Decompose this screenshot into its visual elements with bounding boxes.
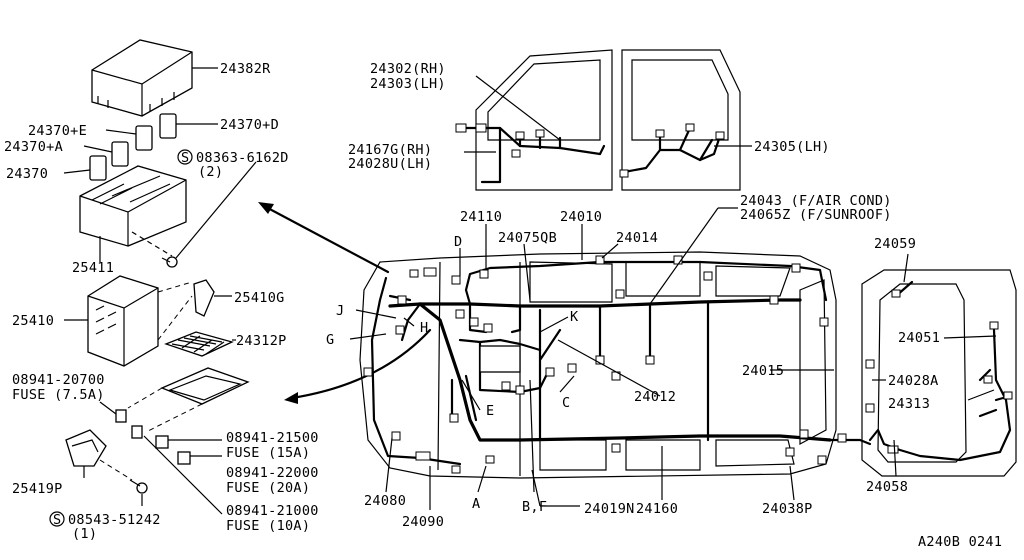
label-24028U: 24028U(LH) xyxy=(348,156,432,172)
label-24015: 24015 xyxy=(742,363,784,379)
label-24160: 24160 xyxy=(636,501,678,517)
relay-box-base-25411 xyxy=(79,165,187,247)
label-fuse-15a-pn: 08941-21500 xyxy=(226,430,319,446)
diagram-code: A240B 0241 xyxy=(918,534,1002,550)
label-24370: 24370 xyxy=(6,166,48,182)
fuse-25a xyxy=(177,451,191,465)
fuse-7-5a xyxy=(115,409,127,423)
label-letters-bf: B,F xyxy=(522,499,547,515)
fuse-15a xyxy=(131,425,143,439)
label-24075QB: 24075QB xyxy=(498,230,557,246)
fuse-tray xyxy=(160,367,250,405)
label-screw-08543: 08543-51242 xyxy=(68,512,161,528)
screw-08363 xyxy=(161,256,178,268)
label-fuse-10a: FUSE (10A) xyxy=(226,518,310,534)
label-fuse-7-5a: FUSE (7.5A) xyxy=(12,387,105,403)
label-fuse-10a-pn: 08941-21000 xyxy=(226,503,319,519)
label-screw-08543-qty: (1) xyxy=(72,526,97,542)
label-24065Z: 24065Z (F/SUNROOF) xyxy=(740,207,892,223)
label-24370A: 24370+A xyxy=(4,139,63,155)
label-24370E: 24370+E xyxy=(28,123,87,139)
label-24305: 24305(LH) xyxy=(754,139,830,155)
s-mark-2: S xyxy=(53,512,61,528)
part-25410G xyxy=(193,279,215,317)
leader-lines xyxy=(349,207,997,510)
label-letter-a: A xyxy=(472,496,480,512)
relay-box-cover xyxy=(91,39,193,117)
label-24313: 24313 xyxy=(888,396,930,412)
label-letter-e: E xyxy=(486,403,494,419)
label-24080: 24080 xyxy=(364,493,406,509)
label-24167G: 24167G(RH) xyxy=(348,142,432,158)
label-24370D: 24370+D xyxy=(220,117,279,133)
label-24019N: 24019N xyxy=(584,501,635,517)
label-24303: 24303(LH) xyxy=(370,76,446,92)
s-circle-mark-2 xyxy=(49,511,65,527)
front-door-outline xyxy=(475,49,613,191)
fuse-20a xyxy=(155,435,169,449)
rear-gate-harness xyxy=(865,280,1013,462)
arrow-lower xyxy=(284,328,432,404)
label-fuse-20a: FUSE (20A) xyxy=(226,480,310,496)
fuse-block-25410 xyxy=(87,275,159,367)
fuse-holder-25419P xyxy=(65,429,107,467)
door-harness-rear xyxy=(619,123,725,178)
label-24051: 24051 xyxy=(898,330,940,346)
door-harness-front xyxy=(455,123,606,184)
label-letter-h: H xyxy=(420,320,428,336)
label-24059: 24059 xyxy=(874,236,916,252)
label-fuse-15a: FUSE (15A) xyxy=(226,445,310,461)
label-24043: 24043 (F/AIR COND) xyxy=(740,193,892,209)
label-letter-c: C xyxy=(562,395,570,411)
relay-24370D xyxy=(159,113,177,139)
label-24038P: 24038P xyxy=(762,501,813,517)
label-24028A: 24028A xyxy=(888,373,939,389)
label-24058: 24058 xyxy=(866,479,908,495)
label-24110: 24110 xyxy=(460,209,502,225)
label-letter-g: G xyxy=(326,332,334,348)
relay-24370A xyxy=(111,141,129,167)
label-fuse-20a-pn: 08941-22000 xyxy=(226,465,319,481)
arrow-upper xyxy=(258,202,390,274)
s-circle-mark xyxy=(177,149,193,165)
label-24014: 24014 xyxy=(616,230,658,246)
label-25410G: 25410G xyxy=(234,290,285,306)
part-24312P xyxy=(164,331,234,357)
label-24010: 24010 xyxy=(560,209,602,225)
label-letter-j: J xyxy=(336,303,344,319)
label-24302: 24302(RH) xyxy=(370,61,446,77)
label-24012: 24012 xyxy=(634,389,676,405)
relay-24370 xyxy=(89,155,107,181)
label-25410: 25410 xyxy=(12,313,54,329)
label-24312P: 24312P xyxy=(236,333,287,349)
rear-gate-outline xyxy=(861,269,1017,477)
main-harness-wires xyxy=(363,255,872,474)
label-25419P: 25419P xyxy=(12,481,63,497)
rear-door-outline xyxy=(621,49,741,191)
label-screw-08363: 08363-6162D xyxy=(196,150,289,166)
label-25411: 25411 xyxy=(72,260,114,276)
relay-24370E xyxy=(135,125,153,151)
s-mark: S xyxy=(181,150,189,166)
label-fuse-7-5a-pn: 08941-20700 xyxy=(12,372,105,388)
label-letter-d: D xyxy=(454,234,462,250)
label-24382R: 24382R xyxy=(220,61,271,77)
screw-08543 xyxy=(129,479,148,494)
label-24090: 24090 xyxy=(402,514,444,530)
label-letter-k: K xyxy=(570,309,579,325)
label-screw-08363-qty: (2) xyxy=(198,164,223,180)
